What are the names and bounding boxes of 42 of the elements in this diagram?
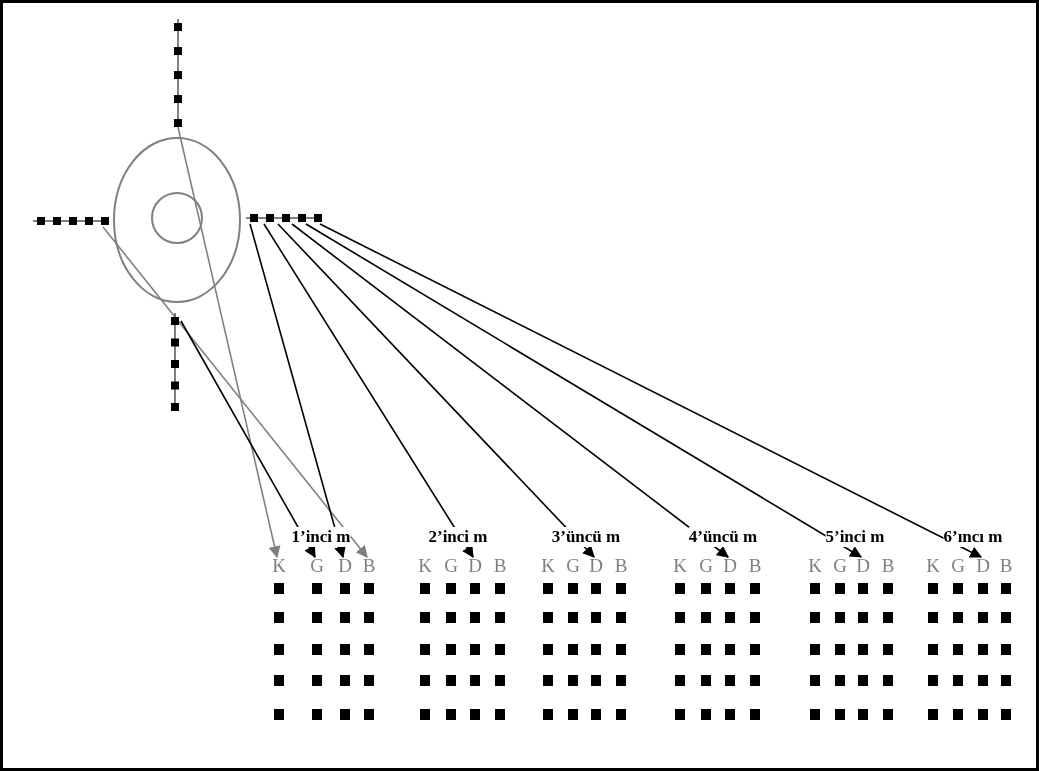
- direction-letter: D: [588, 556, 604, 576]
- direction-letter: D: [722, 556, 738, 576]
- direction-letter: D: [467, 556, 483, 576]
- distance-label: 1’inci m: [291, 527, 351, 547]
- direction-letter: G: [565, 556, 581, 576]
- direction-letter: B: [880, 556, 896, 576]
- sample-point-line: [33, 215, 109, 227]
- direction-letter: B: [613, 556, 629, 576]
- arrow: [291, 223, 729, 558]
- direction-letter: B: [998, 556, 1014, 576]
- direction-letter: G: [309, 556, 325, 576]
- arrow: [102, 226, 368, 558]
- direction-letter: K: [807, 556, 823, 576]
- direction-letter: G: [698, 556, 714, 576]
- arrow: [277, 223, 595, 558]
- direction-letter: D: [337, 556, 353, 576]
- arrow: [249, 223, 346, 559]
- arrow: [319, 223, 983, 558]
- arrow: [177, 126, 281, 559]
- sample-point-line: [172, 19, 184, 127]
- direction-letter: B: [492, 556, 508, 576]
- direction-letter: G: [832, 556, 848, 576]
- direction-letter: K: [417, 556, 433, 576]
- direction-letter: G: [950, 556, 966, 576]
- arrow: [180, 320, 316, 559]
- direction-letter: K: [672, 556, 688, 576]
- direction-letter: G: [443, 556, 459, 576]
- direction-letter: K: [540, 556, 556, 576]
- direction-letter: B: [361, 556, 377, 576]
- direction-letter: D: [975, 556, 991, 576]
- sample-point-line: [246, 212, 322, 224]
- distance-label: 3’üncü m: [551, 527, 621, 547]
- direction-letter: B: [747, 556, 763, 576]
- arrow: [305, 223, 863, 558]
- distance-label: 4’üncü m: [688, 527, 758, 547]
- sample-point-line: [169, 313, 181, 411]
- direction-letter: D: [855, 556, 871, 576]
- distance-label: 5’inci m: [825, 527, 885, 547]
- arrow: [263, 223, 474, 558]
- distance-label: 2’inci m: [428, 527, 488, 547]
- direction-letter: K: [925, 556, 941, 576]
- direction-letter: K: [271, 556, 287, 576]
